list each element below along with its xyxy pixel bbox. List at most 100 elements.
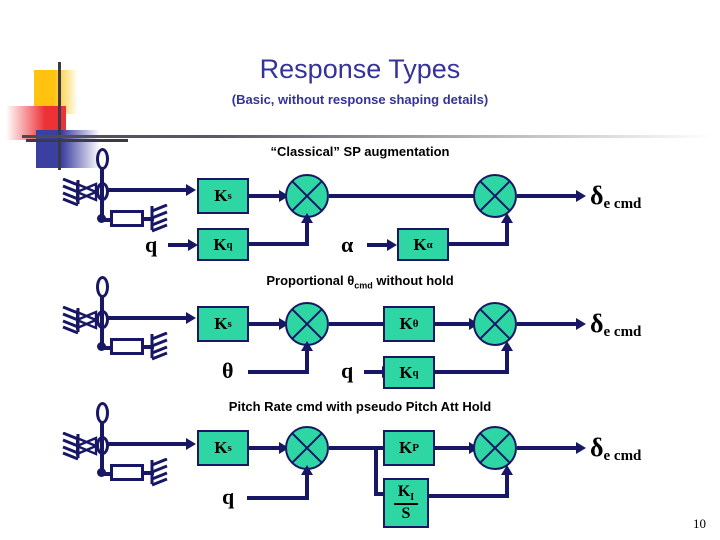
summing-junction-1a bbox=[285, 174, 329, 218]
wire-kalpha-right-1 bbox=[449, 242, 509, 246]
arrowhead bbox=[279, 318, 289, 330]
wire-sum-to-ktheta-2 bbox=[329, 322, 387, 326]
wire-sum-to-output-2 bbox=[517, 322, 581, 326]
damper-rod bbox=[142, 217, 154, 221]
spring-damper-icon bbox=[110, 210, 144, 227]
summing-junction-3a bbox=[285, 426, 329, 470]
title-divider bbox=[22, 135, 712, 138]
stick-grip-icon bbox=[96, 148, 109, 170]
page-number: 10 bbox=[693, 516, 706, 531]
wire-ki-up-3 bbox=[505, 474, 509, 496]
arrowhead bbox=[576, 442, 586, 454]
wire-alpha-to-kalpha-1 bbox=[367, 243, 391, 247]
fraction-numerator: KI bbox=[393, 483, 419, 506]
ground-symbol-icon bbox=[62, 432, 80, 461]
pilot-stick-2 bbox=[58, 276, 168, 368]
arrowhead bbox=[279, 190, 289, 202]
section-3-caption: Pitch Rate cmd with pseudo Pitch Att Hol… bbox=[228, 399, 492, 414]
output-symbol: δ bbox=[590, 433, 604, 462]
wire-kq-right-2 bbox=[435, 370, 509, 374]
caption-subscript: cmd bbox=[354, 280, 373, 291]
stick-junction-node bbox=[97, 468, 106, 477]
arrowhead bbox=[501, 341, 513, 351]
stick-grip-icon bbox=[96, 402, 109, 424]
signal-label-alpha-1: α bbox=[341, 232, 354, 257]
block-label-sub: q bbox=[226, 238, 233, 251]
output-label-3: δe cmd bbox=[590, 433, 642, 464]
wire-ks-to-sum-2 bbox=[249, 322, 285, 326]
block-label-sub: I bbox=[410, 492, 415, 504]
slide-subtitle: (Basic, without response shaping details… bbox=[231, 92, 489, 107]
arrowhead bbox=[188, 239, 198, 251]
signal-label-q-3: q bbox=[222, 484, 235, 509]
block-label-sub: s bbox=[227, 442, 232, 454]
ground-symbol-icon bbox=[62, 178, 80, 207]
wire-sum-branch-3 bbox=[329, 446, 387, 450]
arrowhead bbox=[186, 438, 196, 450]
arrowhead bbox=[501, 465, 513, 475]
output-subscript: e cmd bbox=[603, 448, 642, 464]
block-label-sub: q bbox=[412, 366, 419, 379]
ground-symbol-icon bbox=[150, 458, 168, 487]
damper-rod bbox=[142, 471, 154, 475]
summing-junction-2a bbox=[285, 302, 329, 346]
wire-kq-up-2 bbox=[505, 350, 509, 372]
block-label: K bbox=[399, 314, 413, 333]
signal-label-theta-2: θ bbox=[222, 358, 234, 383]
wire-ks-to-sum-1 bbox=[249, 194, 285, 198]
wire-q-up-3 bbox=[305, 474, 309, 498]
arrowhead bbox=[186, 312, 196, 324]
block-ki-over-s-3: KI S bbox=[383, 478, 429, 528]
wire-stick-to-ks-2 bbox=[108, 316, 188, 320]
wire-ki-right-3 bbox=[429, 494, 509, 498]
section-1-caption: “Classical” SP augmentation bbox=[270, 144, 450, 159]
block-label-sub: θ bbox=[412, 318, 419, 330]
arrowhead bbox=[279, 442, 289, 454]
ground-symbol-icon bbox=[150, 332, 168, 361]
stick-stem bbox=[102, 346, 112, 350]
caption-part: without hold bbox=[372, 273, 454, 288]
spring-damper-icon bbox=[110, 338, 144, 355]
pilot-stick-3 bbox=[58, 402, 168, 494]
wire-kq-up-1 bbox=[305, 222, 309, 244]
section-2-caption: Proportional θcmd without hold bbox=[0, 273, 720, 291]
ground-symbol-icon bbox=[150, 204, 168, 233]
arrowhead bbox=[501, 213, 513, 223]
wire-theta-up-2 bbox=[305, 350, 309, 372]
ground-symbol-icon bbox=[62, 306, 80, 335]
wire-kq-right-1 bbox=[249, 242, 309, 246]
wire-branch-to-ki-3 bbox=[374, 492, 387, 496]
slide-title: Response Types bbox=[259, 54, 461, 84]
output-label-2: δe cmd bbox=[590, 309, 641, 340]
logo-vertical-rule bbox=[58, 62, 61, 170]
block-label-sub: s bbox=[227, 318, 232, 330]
wire-q-to-kq-2 bbox=[364, 370, 386, 374]
wire-sum-to-output-3 bbox=[517, 446, 581, 450]
arrowhead bbox=[301, 213, 313, 223]
block-label-sub: α bbox=[426, 238, 433, 251]
wire-q-3 bbox=[247, 496, 309, 500]
signal-label-q-1: q bbox=[145, 232, 158, 257]
stick-junction-node bbox=[97, 214, 106, 223]
damper-rod bbox=[142, 345, 154, 349]
logo-horizontal-rule bbox=[26, 139, 128, 142]
wire-stick-to-ks-3 bbox=[108, 442, 188, 446]
pilot-stick-1 bbox=[58, 148, 168, 240]
output-symbol: δ bbox=[590, 181, 604, 210]
block-label-sub: P bbox=[412, 442, 419, 454]
summing-junction-1b bbox=[473, 174, 517, 218]
spring-damper-icon bbox=[110, 464, 144, 481]
stick-grip-icon bbox=[96, 276, 109, 298]
wire-ks-to-sum-3 bbox=[249, 446, 285, 450]
stick-stem bbox=[102, 472, 112, 476]
output-label-1: δe cmd bbox=[590, 181, 641, 212]
arrowhead bbox=[387, 239, 397, 251]
